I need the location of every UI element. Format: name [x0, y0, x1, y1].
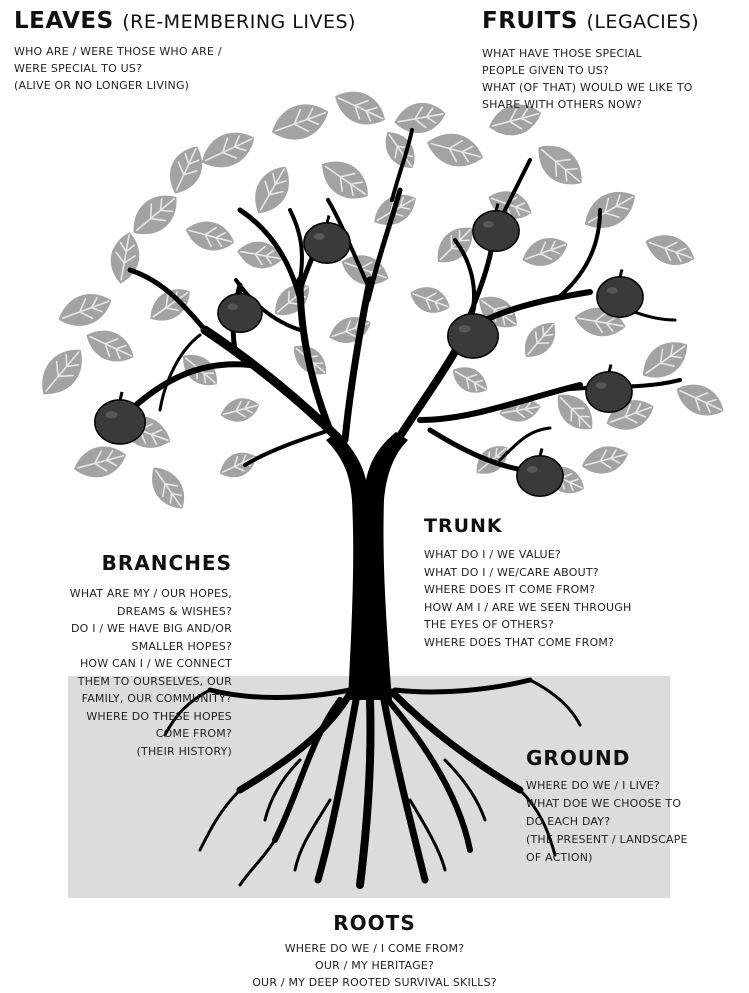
trunk-question: WHAT DO I / WE VALUE?	[424, 546, 631, 564]
roots-section: ROOTS WHERE DO WE / I COME FROM? OUR / M…	[0, 910, 749, 991]
branches-question: DREAMS & WISHES?	[0, 603, 232, 621]
branch	[205, 330, 340, 440]
leaf	[634, 332, 695, 387]
leaf	[313, 151, 377, 209]
roots-question: OUR / MY DEEP ROOTED SURVIVAL SKILLS?	[0, 974, 749, 991]
branches-questions: WHAT ARE MY / OUR HOPES, DREAMS & WISHES…	[0, 585, 232, 760]
leaf	[123, 185, 186, 245]
fruits-question: WHAT HAVE THOSE SPECIAL	[482, 45, 749, 62]
roots-heading: ROOTS	[0, 910, 749, 936]
trunk-heading: TRUNK	[424, 513, 631, 539]
branches-question: SMALLER HOPES?	[0, 638, 232, 656]
leaf	[31, 340, 93, 405]
leaf	[528, 135, 591, 195]
leaf	[423, 127, 487, 173]
branches-question: THEM TO OURSELVES, OUR	[0, 673, 232, 691]
fruits-heading: FRUITS (LEGACIES)	[482, 6, 749, 37]
branches-question: FAMILY, OUR COMMUNITY?	[0, 690, 232, 708]
leaves-question: WHO ARE / WERE THOSE WHO ARE /	[14, 43, 356, 60]
branch	[345, 280, 370, 440]
branch	[420, 385, 580, 420]
trunk-section: TRUNK WHAT DO I / WE VALUE? WHAT DO I / …	[424, 513, 631, 651]
branches-section: BRANCHES WHAT ARE MY / OUR HOPES, DREAMS…	[0, 550, 232, 760]
leaf	[215, 446, 261, 484]
ground-section: GROUND WHERE DO WE / I LIVE? WHAT DOE WE…	[526, 745, 688, 867]
ground-question: WHAT DOE WE CHOOSE TO	[526, 795, 688, 813]
roots-question: OUR / MY HERITAGE?	[0, 957, 749, 974]
ground-question: OF ACTION)	[526, 849, 688, 867]
leaves-question: (ALIVE OR NO LONGER LIVING)	[14, 77, 356, 94]
fruits-subtitle: (LEGACIES)	[586, 11, 699, 33]
leaf	[143, 460, 193, 516]
leaves-subtitle: (RE-MEMBERING LIVES)	[122, 11, 356, 33]
fruit	[95, 392, 145, 444]
ground-question: WHERE DO WE / I LIVE?	[526, 777, 688, 795]
leaves-questions: WHO ARE / WERE THOSE WHO ARE / WERE SPEC…	[14, 43, 356, 94]
leaves-question: WERE SPECIAL TO US?	[14, 60, 356, 77]
fruits-question: WHAT (OF THAT) WOULD WE LIKE TO	[482, 79, 749, 96]
trunk-shape	[326, 432, 408, 700]
leaf	[392, 99, 448, 137]
leaf	[518, 231, 572, 272]
fruit	[218, 287, 262, 333]
fruits-question: PEOPLE GIVEN TO US?	[482, 62, 749, 79]
branches-question: WHAT ARE MY / OUR HOPES,	[0, 585, 232, 603]
branches-question: HOW CAN I / WE CONNECT	[0, 655, 232, 673]
trunk-questions: WHAT DO I / WE VALUE? WHAT DO I / WE/CAR…	[424, 546, 631, 651]
roots-questions: WHERE DO WE / I COME FROM? OUR / MY HERI…	[0, 940, 749, 991]
ground-heading: GROUND	[526, 745, 688, 771]
leaf	[182, 216, 238, 256]
leaf	[107, 230, 144, 286]
leaves-heading: LEAVES (RE-MEMBERING LIVES)	[14, 6, 356, 37]
branches-heading: BRANCHES	[0, 550, 232, 576]
leaf	[218, 394, 263, 426]
leaf	[578, 441, 631, 479]
trunk-question: WHERE DOES THAT COME FROM?	[424, 634, 631, 652]
ground-question: DO EACH DAY?	[526, 813, 688, 831]
fruit	[586, 365, 632, 413]
branches-question: WHERE DO THESE HOPES	[0, 708, 232, 726]
branches-question: COME FROM?	[0, 725, 232, 743]
branches-question: DO I / WE HAVE BIG AND/OR	[0, 620, 232, 638]
leaf	[266, 96, 334, 148]
trunk-question: HOW AM I / ARE WE SEEN THROUGH	[424, 599, 631, 617]
leaf	[406, 281, 454, 318]
leaf	[195, 123, 261, 176]
leaf	[641, 228, 699, 272]
trunk-question: WHAT DO I / WE/CARE ABOUT?	[424, 564, 631, 582]
fruit	[517, 449, 563, 497]
trunk-question: WHERE DOES IT COME FROM?	[424, 581, 631, 599]
leaf	[54, 286, 117, 333]
leaf	[577, 182, 643, 238]
leaves-section: LEAVES (RE-MEMBERING LIVES) WHO ARE / WE…	[14, 6, 356, 94]
trunk-question: THE EYES OF OTHERS?	[424, 616, 631, 634]
ground-questions: WHERE DO WE / I LIVE? WHAT DOE WE CHOOSE…	[526, 777, 688, 867]
leaf	[670, 376, 729, 423]
leaf	[80, 322, 139, 369]
fruit	[304, 216, 350, 264]
fruit	[597, 270, 643, 318]
fruits-questions: WHAT HAVE THOSE SPECIAL PEOPLE GIVEN TO …	[482, 45, 749, 113]
fruits-title: FRUITS	[482, 8, 578, 34]
fruits-section: FRUITS (LEGACIES) WHAT HAVE THOSE SPECIA…	[482, 6, 749, 113]
leaf	[325, 311, 375, 349]
leaf	[143, 280, 197, 329]
roots-question: WHERE DO WE / I COME FROM?	[0, 940, 749, 957]
leaves-title: LEAVES	[14, 8, 114, 34]
fruits-question: SHARE WITH OTHERS NOW?	[482, 96, 749, 113]
leaf	[516, 315, 563, 365]
branch	[245, 430, 330, 465]
leaf	[447, 360, 493, 400]
branches-question: (THEIR HISTORY)	[0, 743, 232, 761]
leaf	[161, 140, 210, 200]
leaf	[70, 441, 130, 484]
ground-question: (THE PRESENT / LANDSCAPE	[526, 831, 688, 849]
